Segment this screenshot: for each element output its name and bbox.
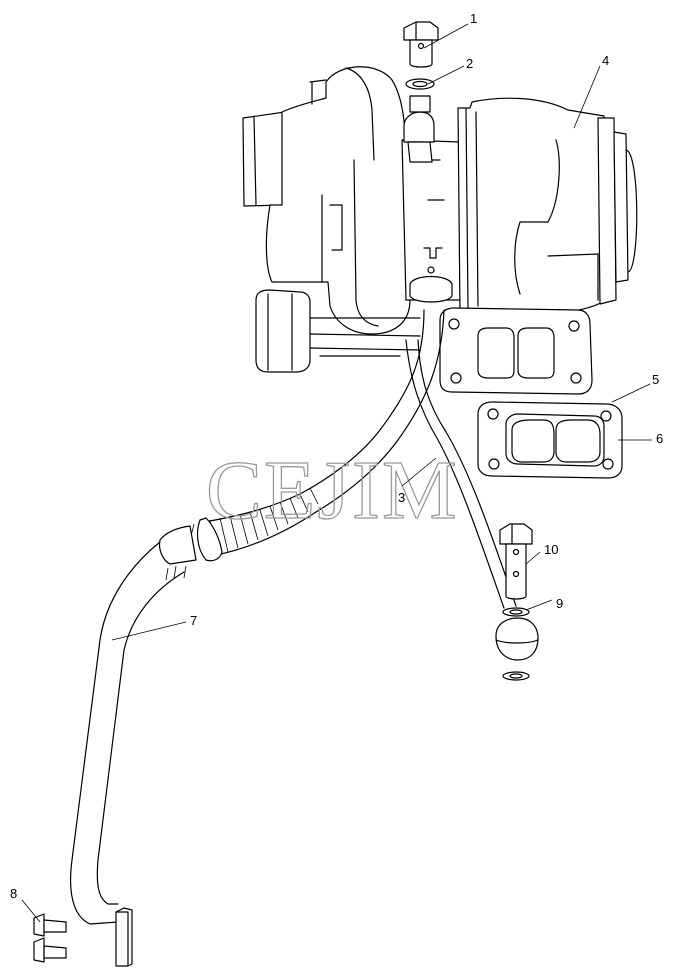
sealing-washer-top [405,78,435,113]
callout-2: 2 [466,56,473,71]
callout-4: 4 [602,53,609,68]
banjo-fitting-lower [495,607,539,681]
oil-drain-tube [69,309,445,967]
callout-8: 8 [10,886,17,901]
callout-7: 7 [190,613,197,628]
callout-1: 1 [470,11,477,26]
callout-5: 5 [652,372,659,387]
leader-lines [21,23,652,923]
exhaust-gasket [477,401,623,479]
banjo-bolt-top [403,21,439,68]
watermark: CEJIM [206,444,459,537]
callout-3: 3 [398,490,405,505]
callout-6: 6 [656,431,663,446]
oil-feed-line [405,339,517,609]
banjo-bolt-lower [499,523,533,600]
callout-10: 10 [544,542,558,557]
turbocharger [242,66,638,395]
callout-9: 9 [556,596,563,611]
flange-bolts [33,913,67,963]
callouts: 1 2 3 4 5 6 7 8 9 10 [10,11,663,901]
